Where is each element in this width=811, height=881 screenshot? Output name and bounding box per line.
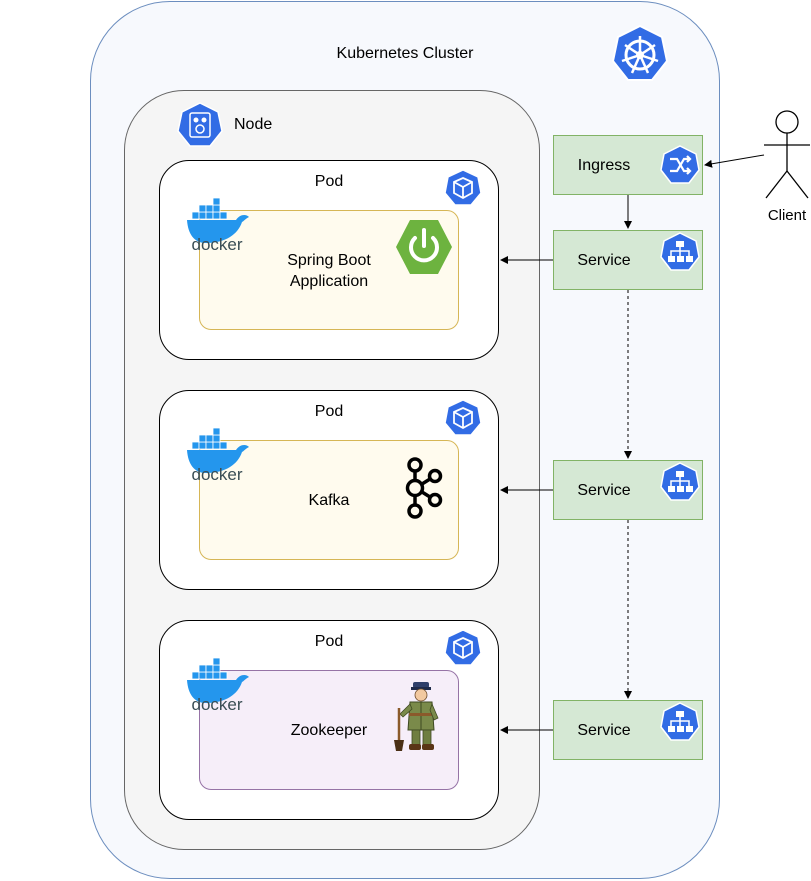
- app-label-zookeeper: Zookeeper: [290, 722, 368, 739]
- app-label-line: Spring Boot: [287, 252, 371, 269]
- pod-cube-icon: [444, 399, 482, 442]
- kubernetes-wheel-icon: [611, 24, 669, 88]
- ingress-box: Ingress: [553, 135, 703, 195]
- client-label: Client: [767, 207, 807, 224]
- service-label: Service: [577, 722, 631, 739]
- docker-wordmark: docker: [191, 465, 242, 484]
- service-label: Service: [577, 482, 631, 499]
- cluster-title: Kubernetes Cluster: [336, 45, 474, 62]
- ingress-shuffle-icon: [660, 145, 700, 190]
- client-to-ingress-arrow: [704, 154, 765, 168]
- app-label-line: Application: [289, 273, 369, 290]
- service-icon: [660, 462, 700, 507]
- docker-wordmark: docker: [191, 235, 242, 254]
- kafka-icon: [402, 456, 444, 525]
- pod-title: Pod: [314, 173, 344, 190]
- zookeeper-keeper-icon: [388, 680, 444, 759]
- docker-logo: docker: [184, 657, 250, 719]
- node-title: Node: [234, 116, 273, 133]
- ingress-label: Ingress: [577, 157, 631, 174]
- pod-title: Pod: [314, 633, 344, 650]
- app-label-kafka: Kafka: [308, 492, 350, 509]
- service-icon: [660, 702, 700, 747]
- docker-logo: docker: [184, 427, 250, 489]
- client-actor-icon: [762, 109, 810, 206]
- docker-logo: docker: [184, 197, 250, 259]
- pod-cube-icon: [444, 169, 482, 212]
- app-label-spring-boot: Spring Boot Application: [270, 250, 388, 292]
- spring-power-icon: [395, 218, 453, 281]
- service-label: Service: [577, 252, 631, 269]
- pod-cube-icon: [444, 629, 482, 672]
- docker-wordmark: docker: [191, 695, 242, 714]
- node-icon: [177, 102, 223, 153]
- pod-title: Pod: [314, 403, 344, 420]
- service-icon: [660, 232, 700, 277]
